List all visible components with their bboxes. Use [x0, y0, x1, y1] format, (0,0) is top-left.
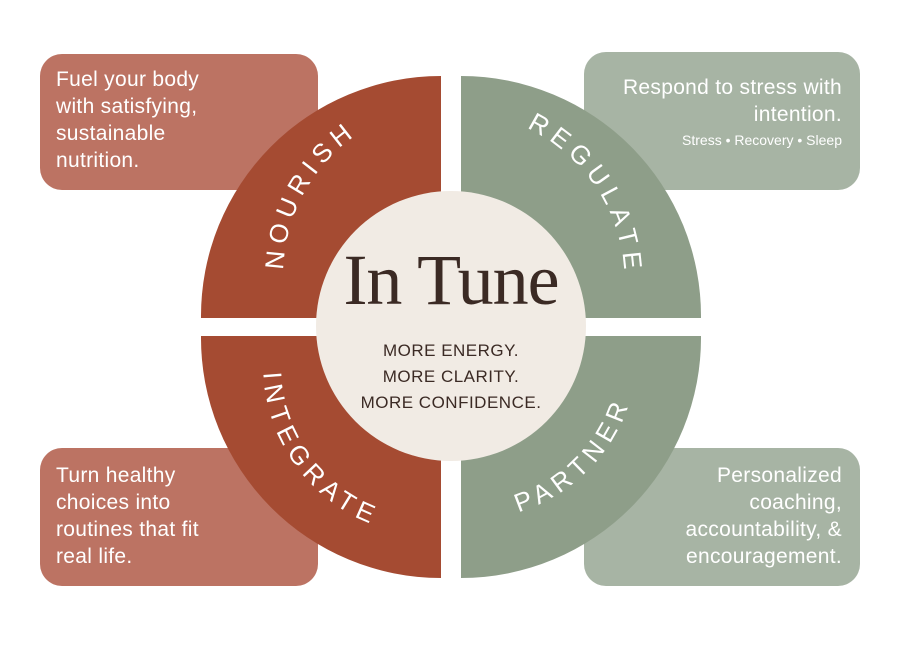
- integrate-card: Turn healthy choices into routines that …: [40, 448, 318, 586]
- tagline-confidence: MORE CONFIDENCE.: [360, 393, 542, 412]
- nourish-card-text: Fuel your body with satisfying, sustaina…: [56, 68, 200, 172]
- center-disc: [316, 191, 586, 461]
- tagline-clarity: MORE CLARITY.: [382, 367, 520, 386]
- regulate-card: Respond to stress with intention. Stress…: [584, 52, 860, 190]
- center-tagline: MORE ENERGY. MORE CLARITY. MORE CONFIDEN…: [318, 338, 584, 416]
- center-title: In Tune: [343, 240, 559, 320]
- tagline-energy: MORE ENERGY.: [382, 341, 520, 360]
- nourish-card: Fuel your body with satisfying, sustaina…: [40, 54, 318, 190]
- regulate-card-text: Respond to stress with intention.: [622, 76, 842, 126]
- integrate-card-text: Turn healthy choices into routines that …: [56, 464, 199, 568]
- partner-card-text: Personalized coaching, accountability, &…: [685, 464, 842, 568]
- regulate-card-subtext: Stress • Recovery • Sleep: [682, 132, 842, 148]
